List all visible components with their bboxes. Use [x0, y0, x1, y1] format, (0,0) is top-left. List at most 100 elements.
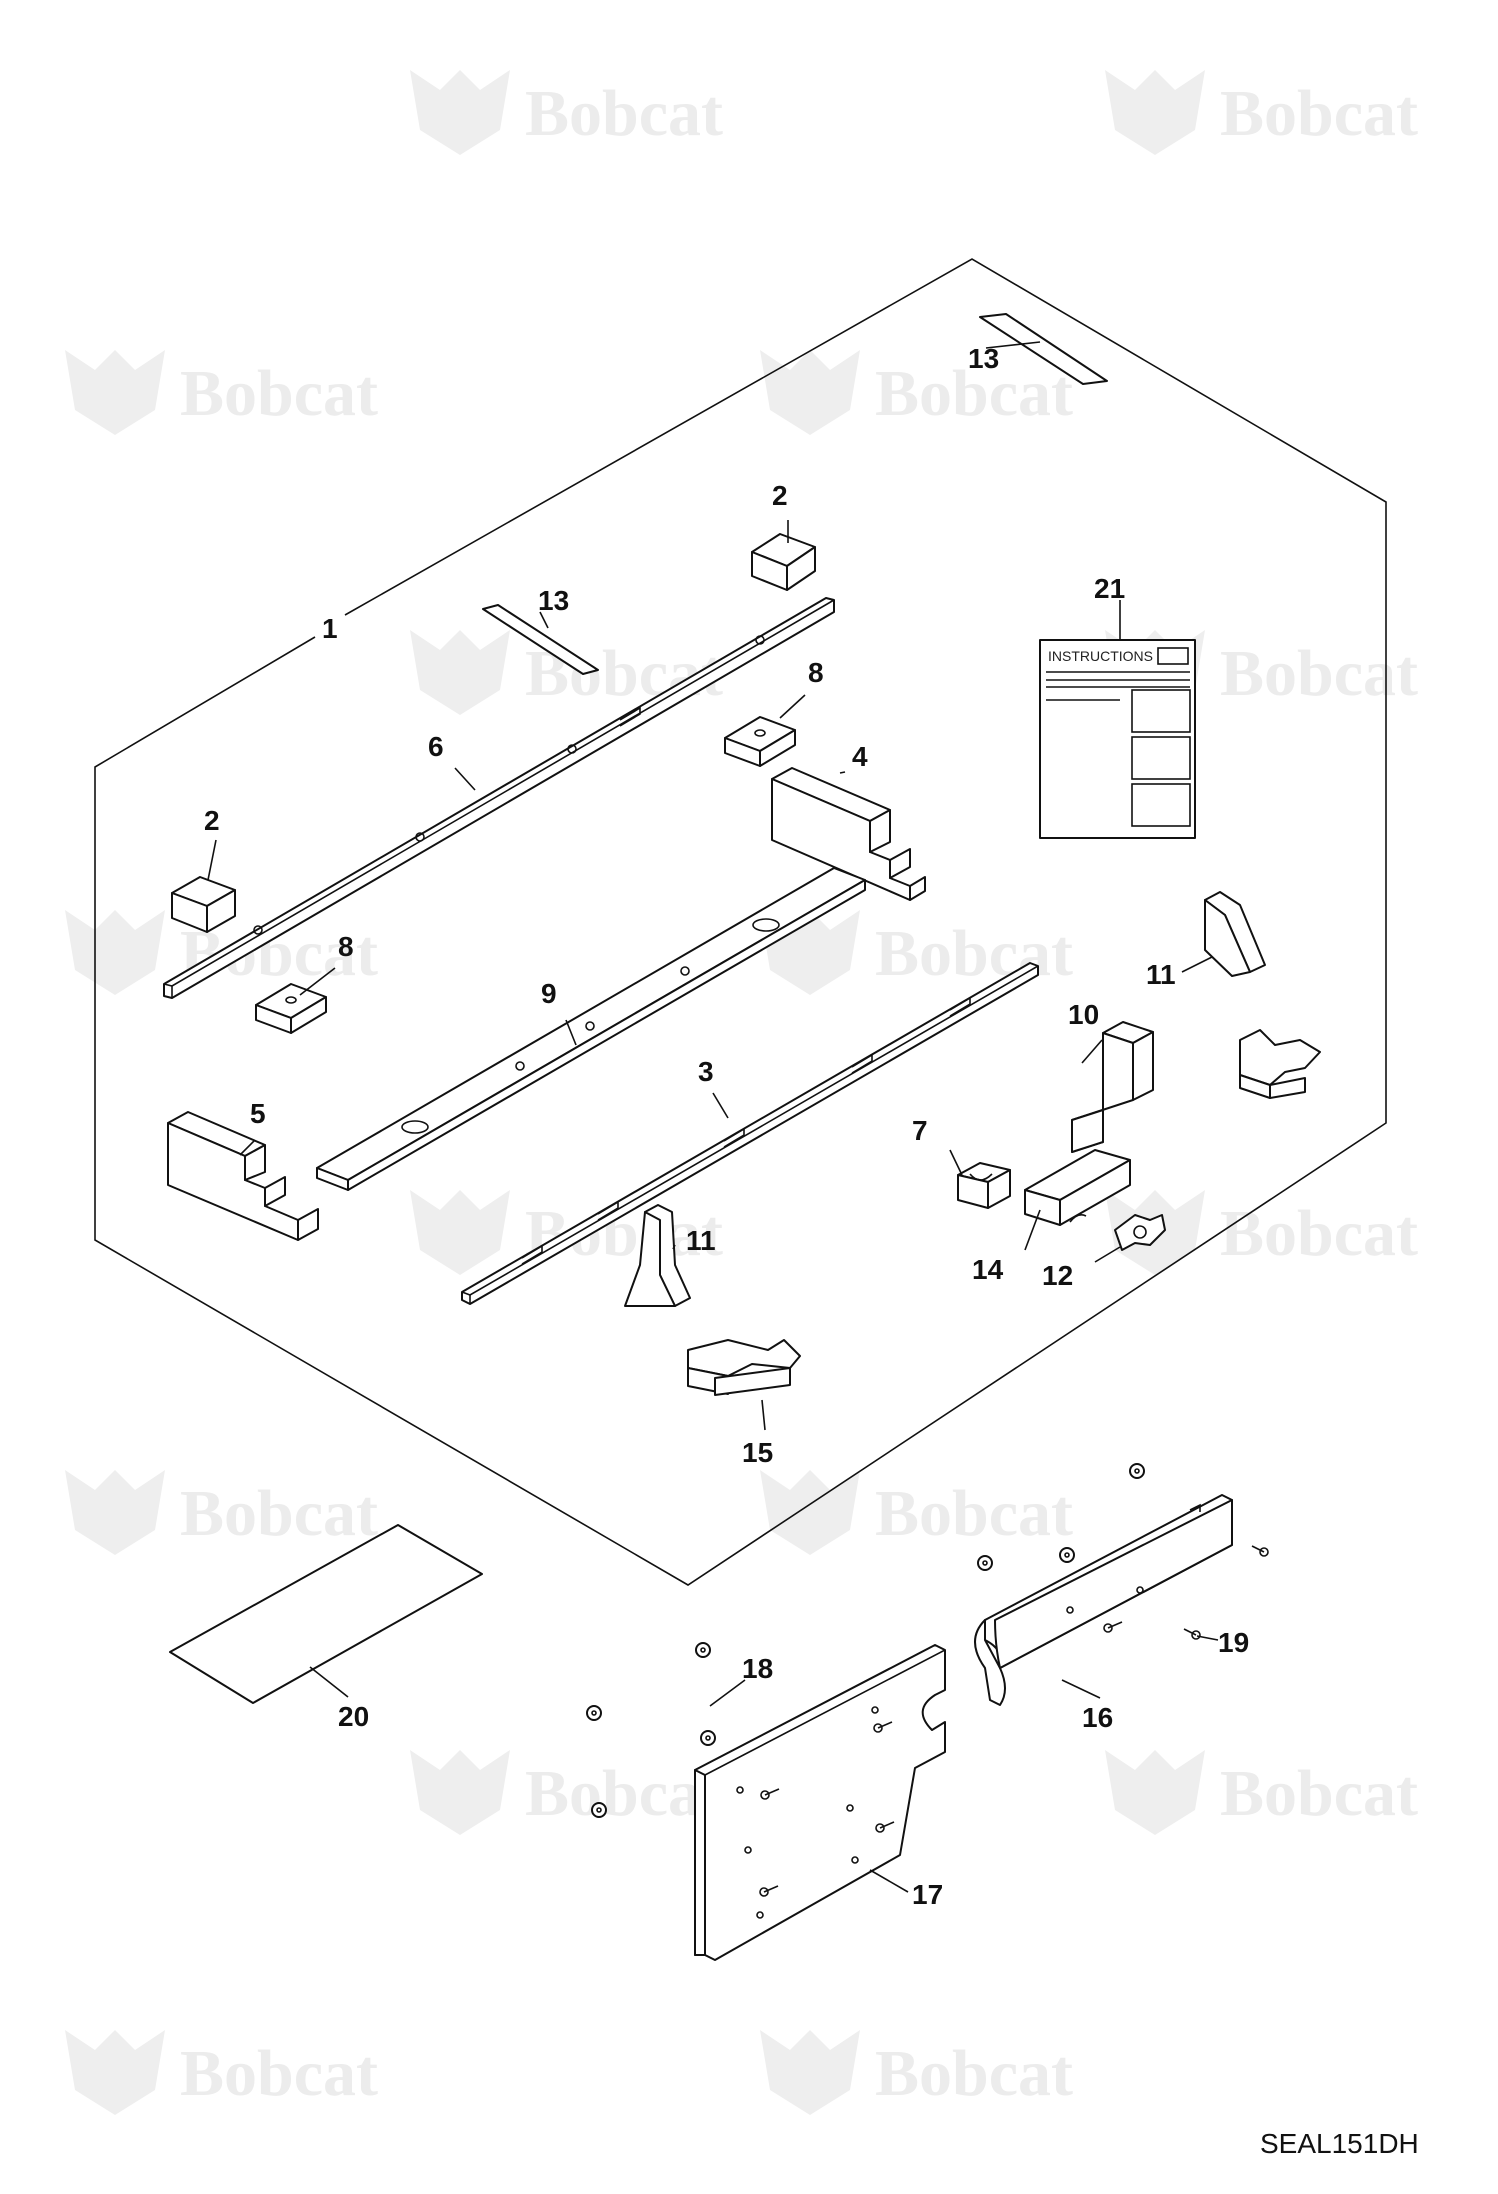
watermark: Bobcat	[1105, 70, 1418, 155]
leader-lines	[207, 341, 1219, 1893]
callout-18: 18	[742, 1653, 773, 1684]
watermark: Bobcat	[65, 350, 378, 435]
bobcat-logo-icon	[760, 1470, 860, 1555]
screw-icon	[873, 1721, 893, 1733]
svg-text:Bobcat: Bobcat	[875, 917, 1073, 990]
part-13-strip-left[interactable]	[482, 604, 599, 675]
watermark: Bobcat	[760, 2030, 1073, 2115]
watermark: Bobcat	[760, 1470, 1073, 1555]
callout-4: 4	[852, 741, 868, 772]
part-4-stepped-block[interactable]	[771, 767, 926, 901]
part-3-notched-bar[interactable]	[461, 962, 1039, 1305]
part-20-sheet[interactable]	[169, 1524, 483, 1704]
svg-text:Bobcat: Bobcat	[1220, 1197, 1418, 1270]
callout-16: 16	[1082, 1702, 1113, 1733]
part-14-block[interactable]	[1024, 1149, 1131, 1226]
svg-text:Bobcat: Bobcat	[1220, 1757, 1418, 1830]
callout-8-lower: 8	[338, 931, 354, 962]
bobcat-logo-icon	[410, 70, 510, 155]
screw-icon	[759, 1885, 779, 1897]
part-5-stepped-block[interactable]	[167, 1111, 319, 1241]
part-15-block-right[interactable]	[1239, 1029, 1321, 1099]
callouts: 13 13 2 2 1 6 8 4 8 9 5 3 10 11 11 7 14 …	[204, 343, 1249, 1910]
svg-text:Bobcat: Bobcat	[525, 1757, 723, 1830]
part-12-plate[interactable]	[1114, 1214, 1166, 1251]
bobcat-logo-icon	[1105, 70, 1205, 155]
callout-2-lower: 2	[204, 805, 220, 836]
watermark: Bobcat	[65, 1470, 378, 1555]
callout-20: 20	[338, 1701, 369, 1732]
part-19-screws[interactable]	[1183, 1545, 1269, 1640]
part-13-strip-top[interactable]	[979, 313, 1108, 385]
svg-text:Bobcat: Bobcat	[875, 357, 1073, 430]
part-16-panel[interactable]	[974, 1494, 1233, 1706]
part-8-spacer-upper[interactable]	[724, 716, 796, 767]
callout-8-upper: 8	[808, 657, 824, 688]
callout-10: 10	[1068, 999, 1099, 1030]
part-6-long-bar[interactable]	[163, 597, 835, 999]
bobcat-logo-icon	[65, 1470, 165, 1555]
watermark: Bobcat	[410, 70, 723, 155]
bobcat-logo-icon	[760, 2030, 860, 2115]
callout-15: 15	[742, 1437, 773, 1468]
callout-17: 17	[912, 1879, 943, 1910]
callout-12: 12	[1042, 1260, 1073, 1291]
screw-icon	[1183, 1628, 1201, 1640]
part-2-block-upper[interactable]	[751, 533, 816, 591]
svg-text:Bobcat: Bobcat	[1220, 637, 1418, 710]
part-9-flat-bar[interactable]	[316, 867, 866, 1191]
screw-icon	[1251, 1545, 1269, 1557]
svg-text:Bobcat: Bobcat	[875, 1477, 1073, 1550]
watermark: Bobcat	[65, 2030, 378, 2115]
watermark: Bobcat	[1105, 1750, 1418, 1835]
callout-9: 9	[541, 978, 557, 1009]
part-18-washers[interactable]	[586, 1463, 1145, 1818]
watermark: Bobcat	[410, 1750, 723, 1835]
part-8-spacer-lower[interactable]	[255, 983, 327, 1034]
kit-outline	[94, 258, 1387, 1586]
part-17-panel[interactable]	[694, 1644, 946, 1961]
screw-icon	[875, 1821, 895, 1833]
part-11-wedge-center[interactable]	[624, 1204, 691, 1307]
callout-1: 1	[322, 613, 338, 644]
svg-text:Bobcat: Bobcat	[180, 1477, 378, 1550]
svg-text:Bobcat: Bobcat	[180, 2037, 378, 2110]
callout-11-right: 11	[1146, 959, 1176, 990]
bobcat-logo-icon	[760, 350, 860, 435]
part-11-wedge-right[interactable]	[1204, 891, 1266, 977]
svg-text:Bobcat: Bobcat	[180, 357, 378, 430]
part-15-block[interactable]	[687, 1339, 801, 1396]
bobcat-logo-icon	[410, 1190, 510, 1275]
callout-2-upper: 2	[772, 480, 788, 511]
bobcat-logo-icon	[65, 350, 165, 435]
part-2-block-lower[interactable]	[171, 876, 236, 933]
part-10-block[interactable]	[1071, 1021, 1154, 1153]
callout-13-top: 13	[968, 343, 999, 374]
instructions-title: INSTRUCTIONS	[1048, 648, 1153, 664]
svg-text:Bobcat: Bobcat	[525, 77, 723, 150]
bobcat-logo-icon	[410, 1750, 510, 1835]
svg-text:Bobcat: Bobcat	[875, 2037, 1073, 2110]
bobcat-logo-icon	[65, 2030, 165, 2115]
bobcat-logo-icon	[65, 910, 165, 995]
screw-icon	[1103, 1621, 1123, 1633]
callout-5: 5	[250, 1098, 266, 1129]
callout-19: 19	[1218, 1627, 1249, 1658]
screw-icon	[760, 1788, 780, 1800]
callout-6: 6	[428, 731, 444, 762]
watermark-layer: Bobcat Bobcat Bobcat Bobcat Bobcat Bobca…	[65, 70, 1418, 2115]
part-7-slotted-block[interactable]	[957, 1162, 1011, 1209]
reference-code: SEAL151DH	[1260, 2128, 1419, 2159]
callout-11-center: 11	[686, 1225, 716, 1256]
callout-7: 7	[912, 1115, 928, 1146]
svg-text:Bobcat: Bobcat	[1220, 77, 1418, 150]
callout-13-left: 13	[538, 585, 569, 616]
instructions-sheet[interactable]: INSTRUCTIONS	[1039, 639, 1196, 839]
bobcat-logo-icon	[1105, 1750, 1205, 1835]
callout-3: 3	[698, 1056, 714, 1087]
callout-21: 21	[1094, 573, 1125, 604]
watermark: Bobcat	[760, 350, 1073, 435]
bobcat-logo-icon	[410, 630, 510, 715]
callout-14: 14	[972, 1254, 1004, 1285]
